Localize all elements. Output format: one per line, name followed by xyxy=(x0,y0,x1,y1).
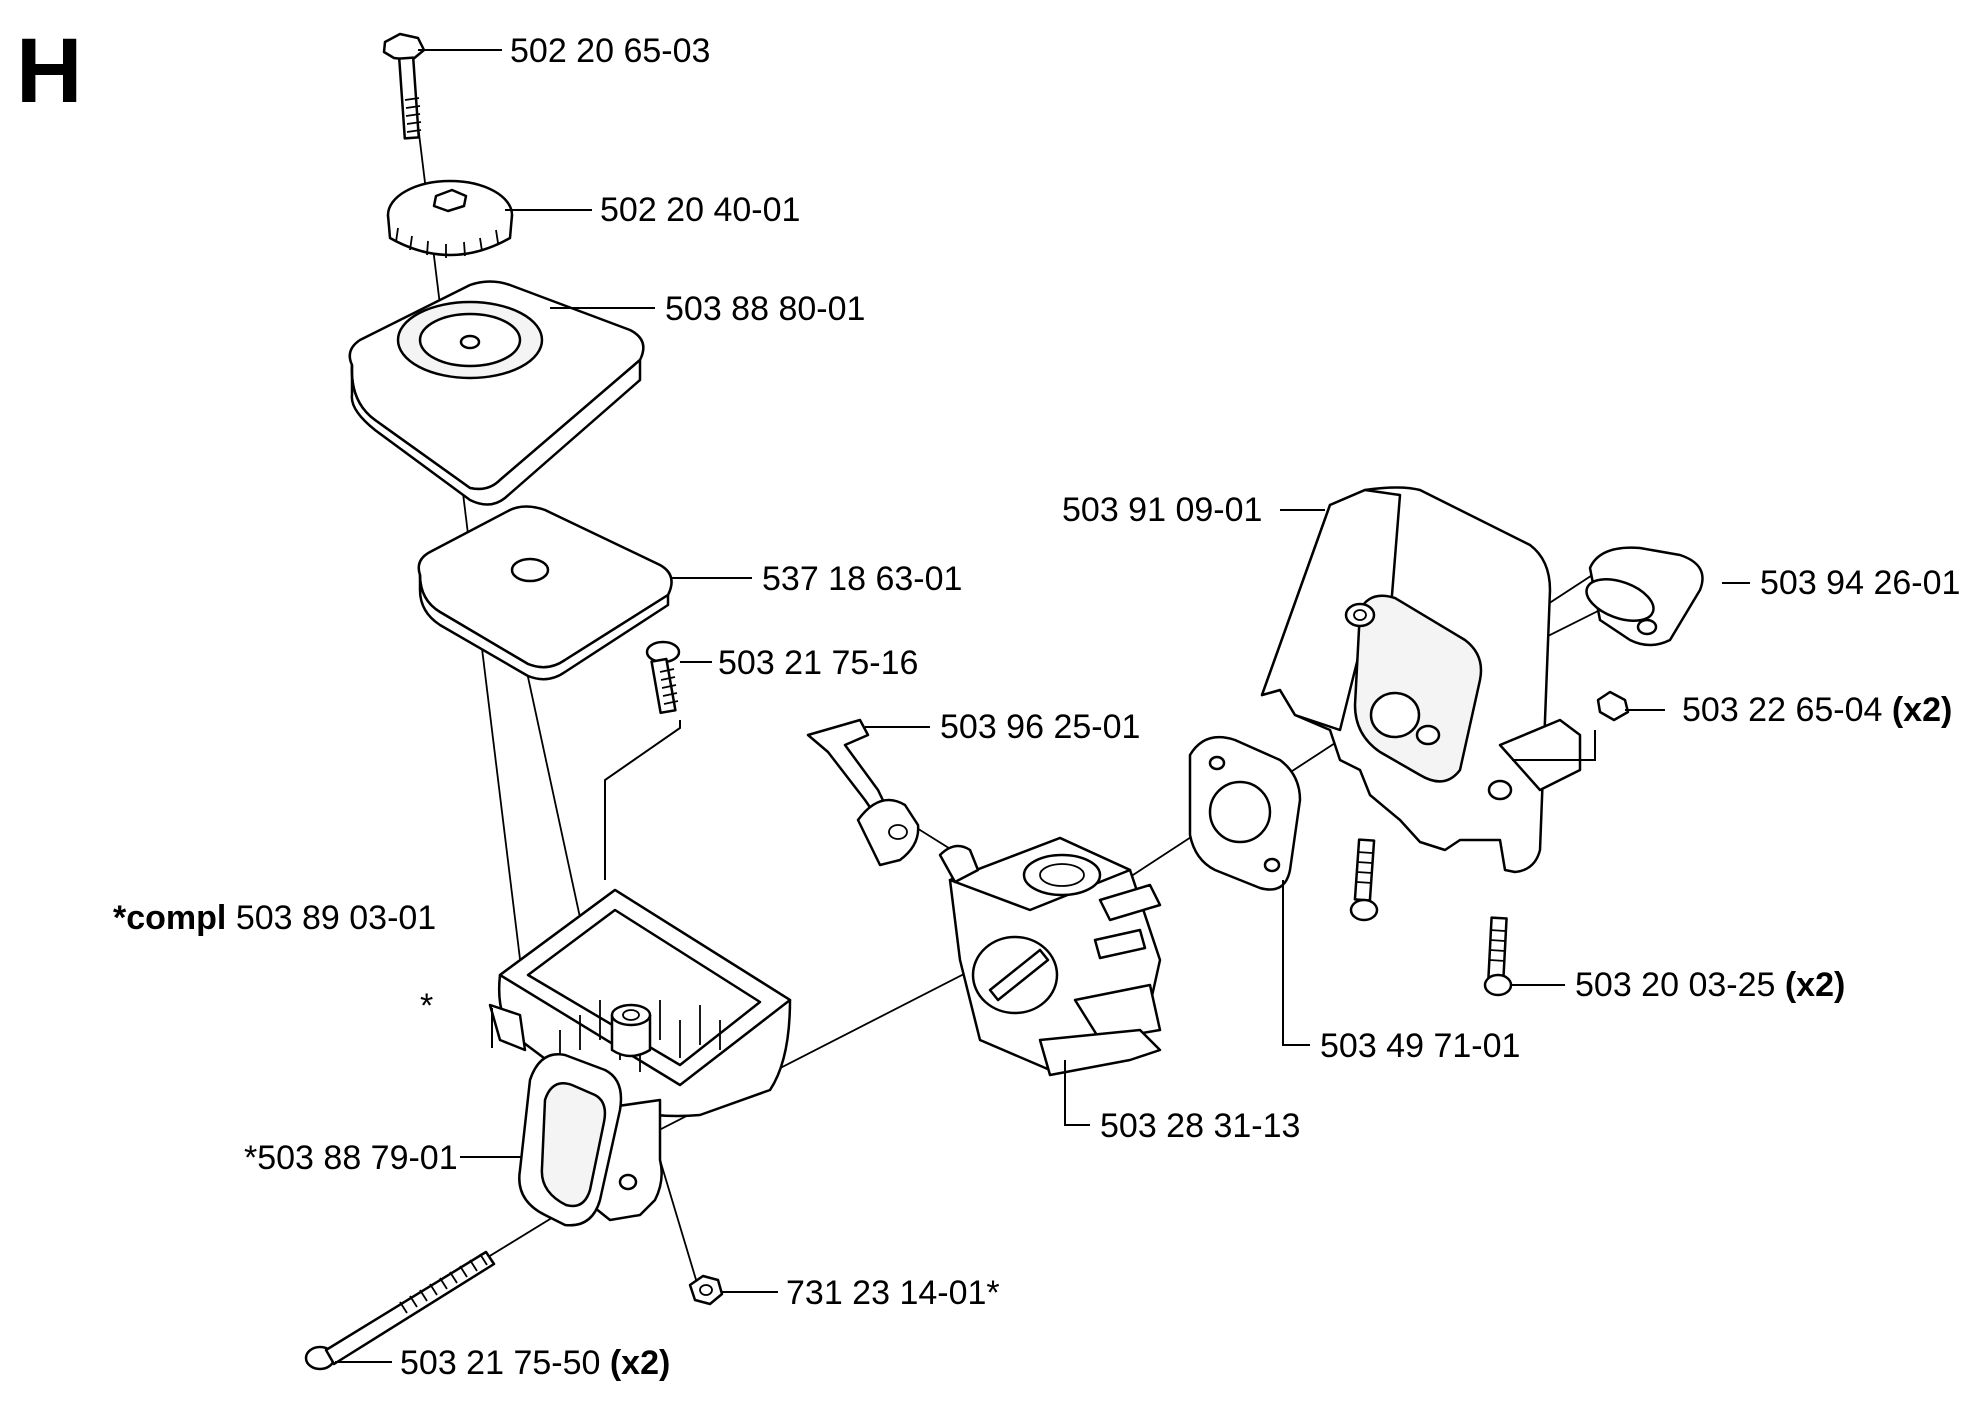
label-537-18-63-01: 537 18 63-01 xyxy=(762,560,962,598)
label-503-21-75-50: 503 21 75-50 (x2) xyxy=(400,1344,670,1382)
lever-503-96-25-01 xyxy=(806,718,920,867)
label-503-88-80-01: 503 88 80-01 xyxy=(665,290,865,328)
label-503-28-31-13: 503 28 31-13 xyxy=(1100,1107,1300,1145)
label-503-22-65-04: 503 22 65-04 (x2) xyxy=(1682,691,1952,729)
label-503-49-71-01: 503 49 71-01 xyxy=(1320,1027,1520,1065)
cover-503-88-79-01 xyxy=(518,1053,623,1227)
label-503-96-25-01: 503 96 25-01 xyxy=(940,708,1140,746)
section-letter: H xyxy=(16,20,82,122)
label-compl-503-89-03-01: *compl 503 89 03-01 xyxy=(113,899,436,937)
part-labels: 502 20 65-03 502 20 40-01 503 88 80-01 5… xyxy=(113,32,1960,1382)
knob-502-20-40-01 xyxy=(386,179,514,258)
label-731-23-14-01: 731 23 14-01* xyxy=(786,1274,1000,1312)
gasket-503-49-71-01 xyxy=(1188,735,1302,891)
filter-537-18-63-01 xyxy=(417,505,673,681)
label-503-20-03-25: 503 20 03-25 (x2) xyxy=(1575,966,1845,1004)
intake-elbow-503-91-09-01 xyxy=(1260,486,1582,874)
label-503-94-26-01: 503 94 26-01 xyxy=(1760,564,1960,602)
carburetor-503-28-31-13 xyxy=(938,836,1162,1077)
long-screw-503-21-75-50 xyxy=(304,1250,496,1371)
washer-503-22-65-04 xyxy=(1596,690,1630,722)
label-503-21-75-16: 503 21 75-16 xyxy=(718,644,918,682)
label-503-88-79-01: *503 88 79-01 xyxy=(244,1139,458,1177)
bolt-502-20-65-03 xyxy=(382,32,426,140)
label-502-20-65-03: 502 20 65-03 xyxy=(510,32,710,70)
screws-503-20-03-25 xyxy=(1349,838,1513,997)
leader-lines xyxy=(335,49,1750,1363)
screw-503-21-75-16 xyxy=(645,640,681,715)
label-asterisk: * xyxy=(420,987,433,1025)
nut-731-23-14-01 xyxy=(688,1274,724,1306)
label-503-91-09-01: 503 91 09-01 xyxy=(1062,491,1262,529)
label-502-20-40-01: 502 20 40-01 xyxy=(600,191,800,229)
collar-503-94-26-01 xyxy=(1585,546,1704,647)
filter-cover-503-88-80-01 xyxy=(348,280,645,506)
